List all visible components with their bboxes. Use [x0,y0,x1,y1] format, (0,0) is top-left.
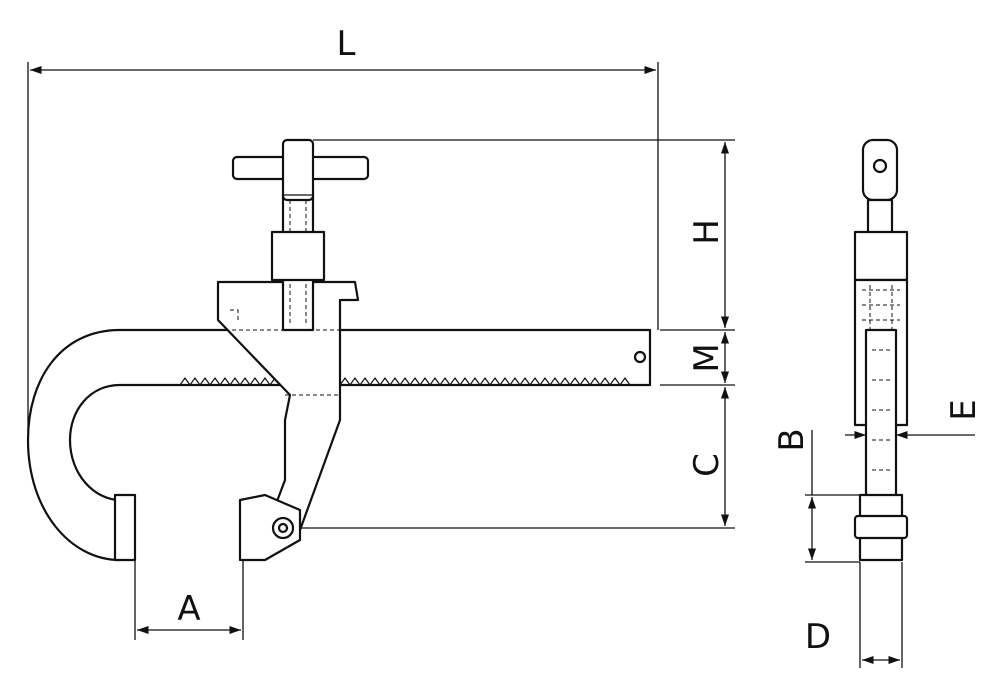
arm-hidden-lines [218,309,340,396]
t-handle-hub [281,138,315,202]
label-B: B [772,428,812,451]
movable-jaw [238,493,302,562]
side-nut-block [853,230,909,282]
label-L: L [337,24,356,64]
label-E: E [944,399,984,420]
side-bar [864,328,898,502]
label-D: D [805,617,831,657]
label-C: C [687,453,727,477]
bar-hole [633,350,647,364]
side-screw [866,198,894,237]
front-view [26,138,652,562]
dimension-lines [27,62,975,668]
fixed-jaw-pad [113,493,137,562]
side-view [853,138,909,562]
side-pivot-pin [853,514,909,540]
nut-block [270,230,326,282]
rack-teeth [179,376,631,387]
label-H: H [687,219,727,245]
label-A: A [177,589,200,629]
label-M: M [687,343,727,372]
